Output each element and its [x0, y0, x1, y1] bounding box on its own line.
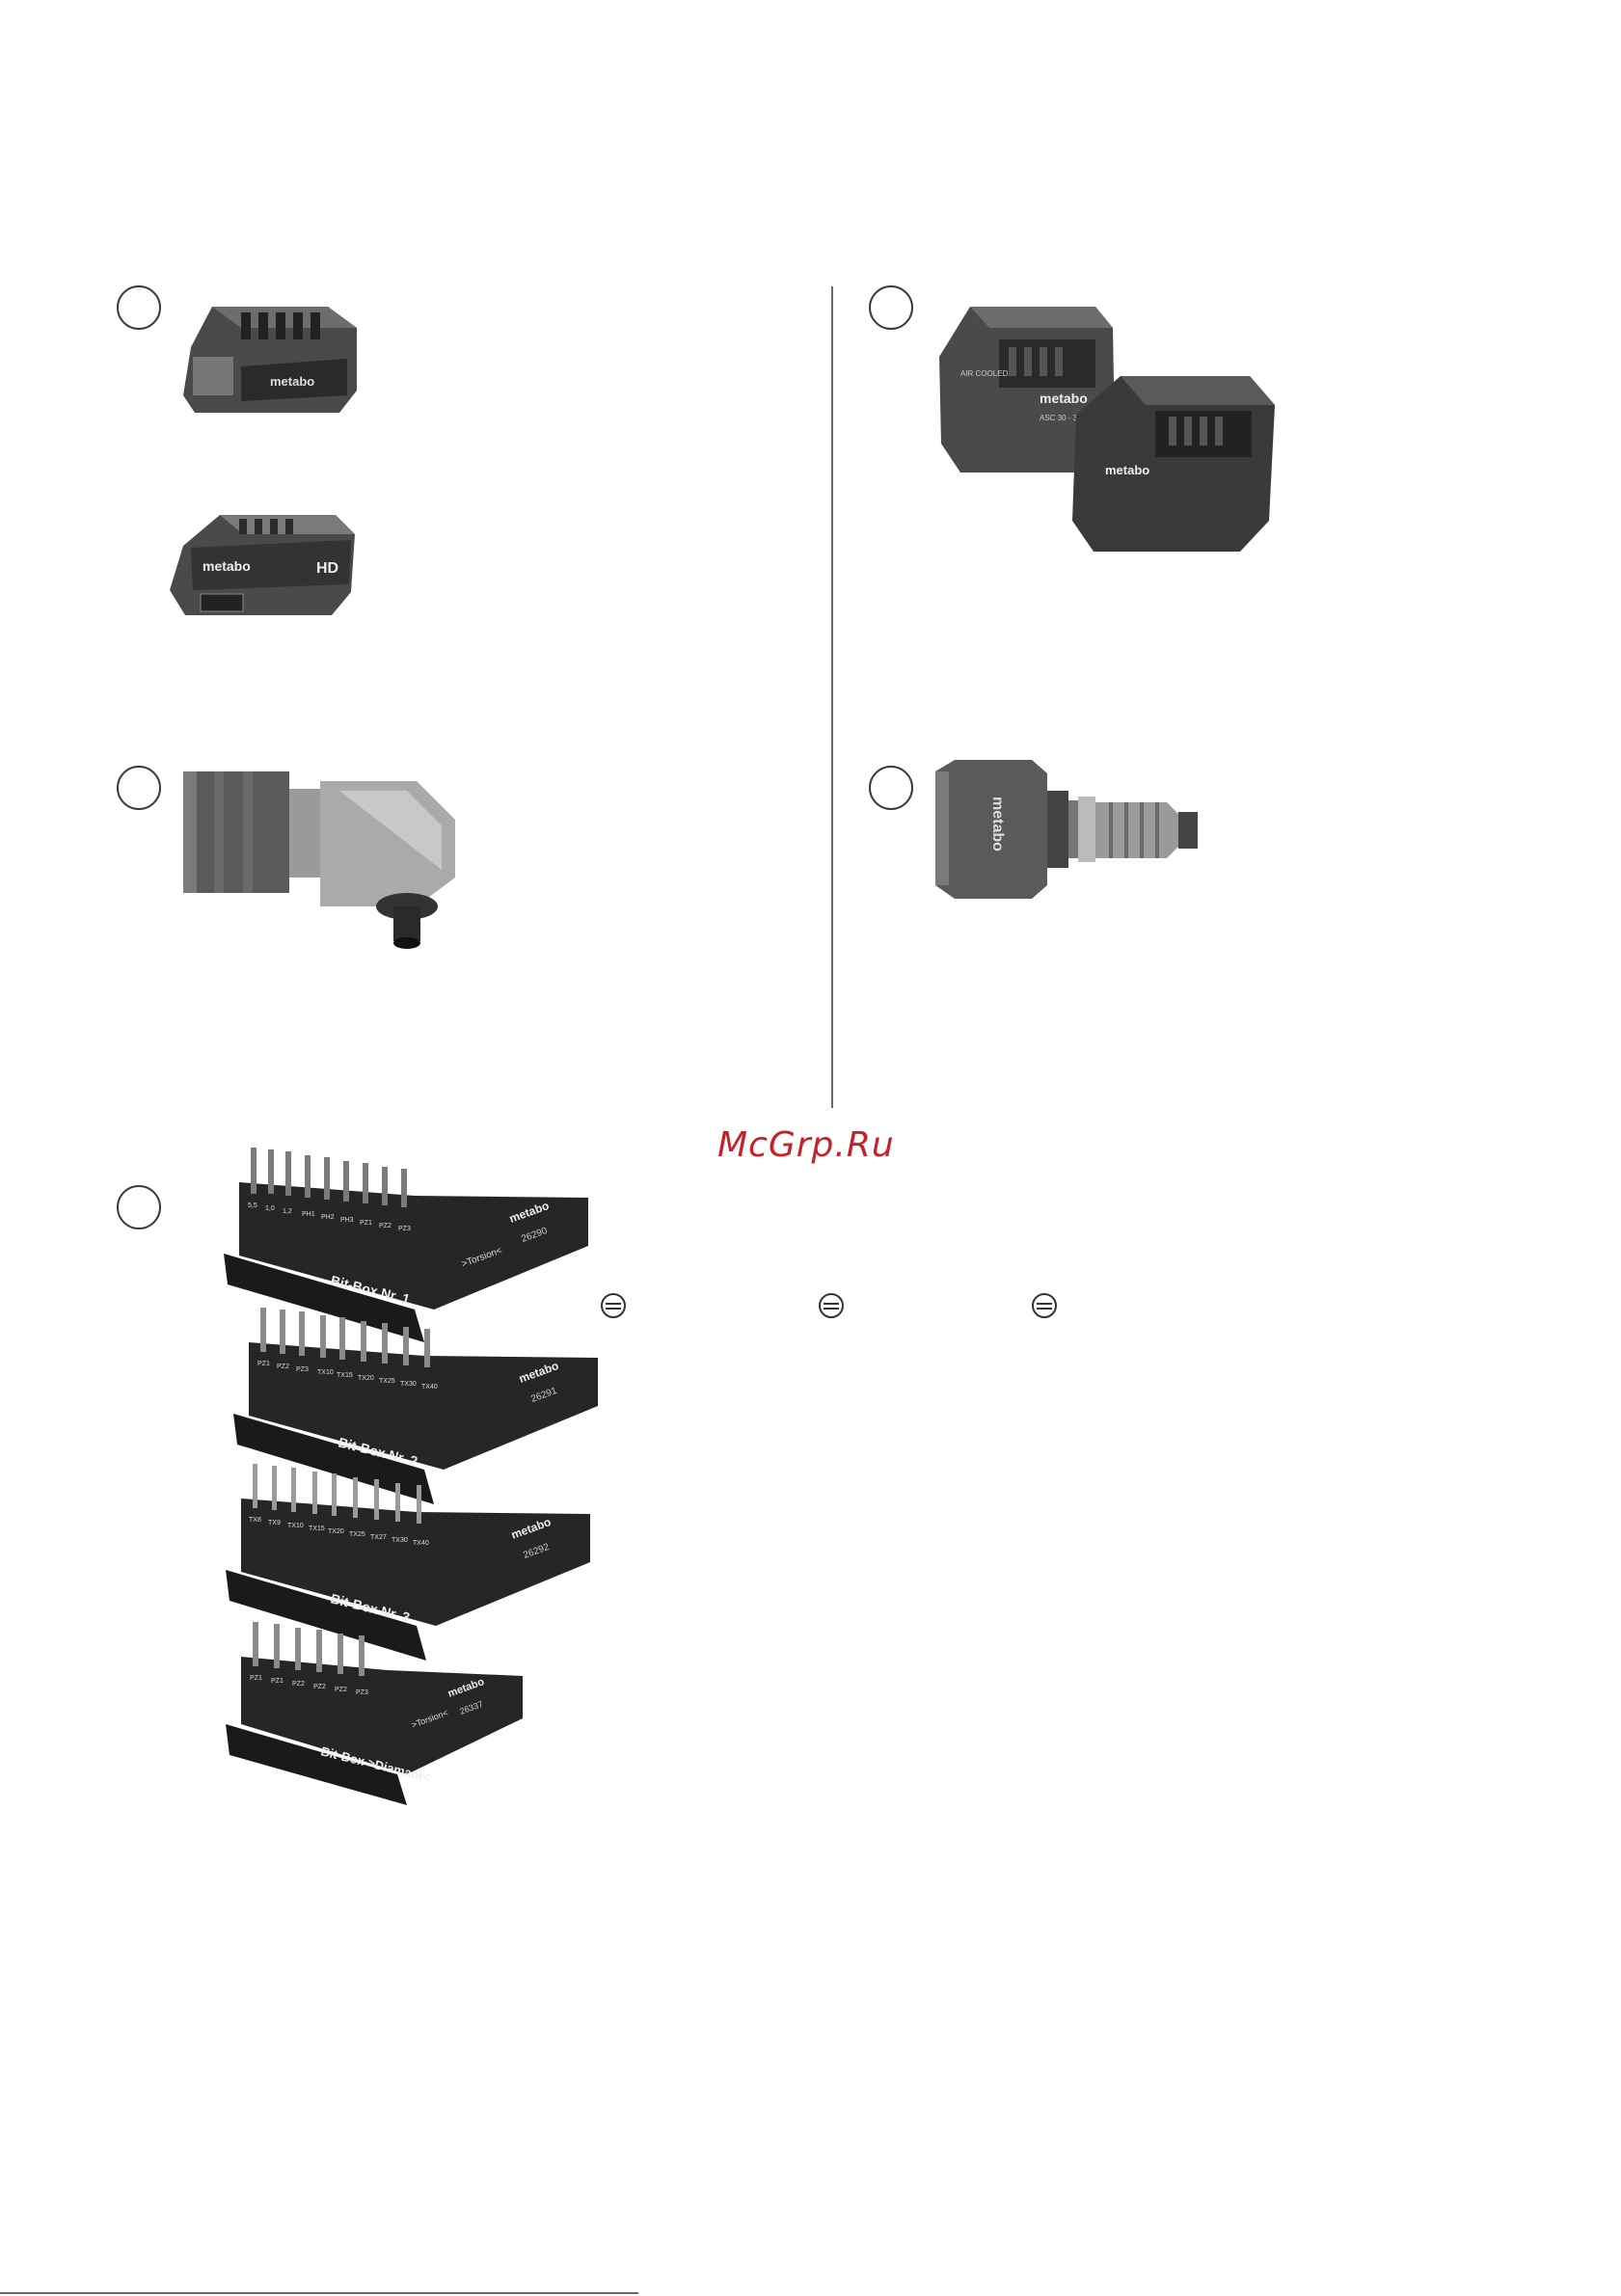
- section-marker-3: [117, 766, 161, 810]
- bitbox-1-bit-label: 1,0: [265, 1205, 275, 1212]
- bitbox-3-bit-label: TX15: [309, 1526, 325, 1532]
- bitbox-3-bit-label: TX30: [392, 1537, 408, 1544]
- bitbox-1-bit-label: PH2: [321, 1214, 335, 1221]
- section-marker-2: [869, 285, 913, 330]
- bitbox-diamant: metabo 26337 >Torsion< Bit-Box >Diamant<…: [226, 1622, 523, 1805]
- bitbox-3-bit-label: TX25: [349, 1531, 365, 1538]
- bitbox-1-bit-label: PZ1: [360, 1220, 372, 1227]
- bitbox-3-bit-label: TX8: [249, 1517, 261, 1524]
- charger-front-model: ASC 30 - 36 V: [1040, 414, 1090, 422]
- bitbox-2-bit-label: TX15: [337, 1372, 353, 1379]
- battery-large-image: metabo: [183, 307, 357, 413]
- bitbox-3-bit-label: TX20: [328, 1528, 344, 1535]
- bitbox-diamant-bit-label: PZ1: [250, 1675, 262, 1682]
- slotted-screw-icon: [601, 1293, 626, 1318]
- bitbox-1-bit-label: 5,5: [248, 1202, 257, 1209]
- bitbox-2-bit-label: TX40: [421, 1384, 438, 1391]
- battery-small-image: metabo HD: [170, 515, 355, 615]
- bitbox-diamant-bit-label: PZ3: [356, 1689, 368, 1696]
- bitbox-2-bit-label: TX30: [400, 1381, 417, 1388]
- charger-back-brand: metabo: [1105, 463, 1149, 477]
- bitbox-diamant-bits: [253, 1622, 365, 1676]
- bitbox-2-bit-label: TX10: [317, 1369, 334, 1376]
- bitbox-1-bits: [251, 1148, 407, 1207]
- slotted-screw-icon: [819, 1293, 844, 1318]
- section-marker-4: [869, 766, 913, 810]
- bitbox-2-bit-label: TX25: [379, 1378, 395, 1385]
- watermark: McGrp.Ru: [717, 1125, 895, 1165]
- battery-small-badge: HD: [316, 560, 338, 577]
- bitbox-diamant-bit-label: PZ2: [313, 1684, 326, 1690]
- section-marker-1: [117, 285, 161, 330]
- section-marker-5: [117, 1185, 161, 1229]
- bitbox-1-bit-label: PH3: [340, 1217, 354, 1224]
- bitbox-diamant-bit-label: PZ1: [271, 1678, 284, 1685]
- bitbox-1: metabo 26290 >Torsion< Bit-Box Nr. 1 5,5…: [224, 1148, 588, 1342]
- chuck-adapter-brand: metabo: [989, 797, 1006, 851]
- bitbox-3-bits: [253, 1464, 421, 1524]
- bitbox-2-bit-label: PZ2: [277, 1364, 289, 1370]
- bitbox-3-bit-label: TX10: [287, 1523, 304, 1529]
- chuck-adapter-image: metabo: [935, 760, 1198, 899]
- bitbox-2-bit-label: PZ1: [257, 1361, 270, 1367]
- bitbox-3-bit-label: TX9: [268, 1520, 281, 1526]
- bitbox-diamant-bit-label: PZ2: [335, 1687, 347, 1693]
- charger-front-brand: metabo: [1040, 391, 1088, 406]
- charger-pair-image: metabo ASC 30 - 36 V AIR COOLED metabo: [939, 307, 1275, 552]
- bitbox-1-bit-label: PH1: [302, 1211, 315, 1218]
- bitbox-1-bit-label: PZ2: [379, 1223, 392, 1229]
- charger-front-feature: AIR COOLED: [960, 369, 1009, 378]
- vertical-divider: [831, 286, 833, 1108]
- bitbox-2-bit-label: PZ3: [296, 1366, 309, 1373]
- bitbox-1-bit-label: PZ3: [398, 1226, 411, 1232]
- bitbox-diamant-bit-label: PZ2: [292, 1681, 305, 1688]
- bitbox-1-bit-label: 1,2: [283, 1208, 292, 1215]
- battery-large-brand: metabo: [270, 374, 314, 389]
- bitbox-2-bits: [260, 1308, 430, 1367]
- footer-rule: [0, 2292, 638, 2294]
- bitbox-3-bit-label: TX27: [370, 1534, 387, 1541]
- bitbox-2-bit-label: TX20: [358, 1375, 374, 1382]
- angle-attachment-image: [183, 771, 455, 949]
- bitbox-3-bit-label: TX40: [413, 1540, 429, 1547]
- slotted-screw-icon: [1032, 1293, 1057, 1318]
- battery-small-brand: metabo: [203, 558, 251, 574]
